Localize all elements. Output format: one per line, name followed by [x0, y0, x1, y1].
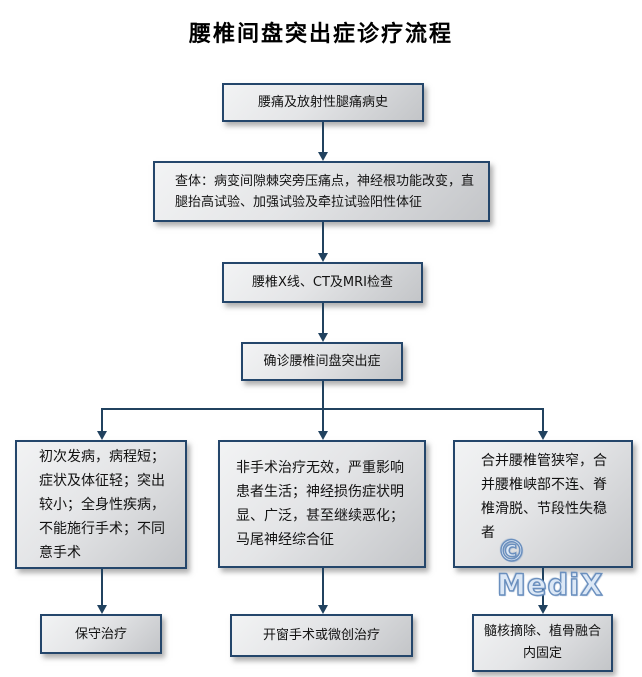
- page-title: 腰椎间盘突出症诊疗流程: [188, 22, 453, 47]
- node-diagnosis: 确诊腰椎间盘突出症: [241, 342, 403, 381]
- node-surgery-indications-label: 非手术治疗无效，严重影响患者生活；神经损伤症状明显、广泛，甚至继续恶化；马尾神经…: [236, 460, 404, 548]
- node-imaging-label: 腰椎X线、CT及MRI检查: [251, 275, 393, 290]
- node-conservative-treatment: 保守治疗: [40, 614, 162, 654]
- node-exam: 查体：病变间隙棘突旁压痛点，神经根功能改变，直腿抬高试验、加强试验及牵拉试验阳性…: [153, 161, 490, 222]
- node-surgery-treatment-label: 开窗手术或微创治疗: [262, 628, 380, 643]
- arrow-history-to-exam-line: [322, 122, 324, 153]
- arrow-imaging-to-diagnosis-line: [322, 303, 324, 333]
- node-imaging: 腰椎X线、CT及MRI检查: [222, 262, 423, 303]
- node-surgery-treatment: 开窗手术或微创治疗: [230, 614, 413, 657]
- arrow-middle-outcome-line: [322, 568, 324, 605]
- node-fusion-indications: 合并腰椎管狭窄，合并腰椎峡部不连、脊椎滑脱、节段性失稳者: [453, 440, 633, 568]
- arrow-right-outcome-line: [542, 568, 544, 605]
- arrow-history-to-exam-head: [318, 152, 328, 161]
- arrow-imaging-to-diagnosis-head: [318, 333, 328, 342]
- branch-stem-line: [322, 381, 324, 409]
- arrow-middle-outcome-head: [318, 605, 328, 614]
- node-exam-label: 查体：病变间隙棘突旁压痛点，神经根功能改变，直腿抬高试验、加强试验及牵拉试验阳性…: [175, 173, 475, 210]
- node-conservative-treatment-label: 保守治疗: [74, 626, 127, 642]
- branch-middle-drop-head: [318, 431, 328, 440]
- branch-left-drop-head: [97, 431, 107, 440]
- node-conservative-indications: 初次发病，病程短；症状及体征轻；突出较小；全身性疾病，不能施行手术；不同意手术: [15, 440, 187, 569]
- node-fusion-treatment: 髓核摘除、植骨融合内固定: [472, 614, 613, 672]
- arrow-exam-to-imaging-head: [318, 253, 328, 262]
- node-conservative-indications-label: 初次发病，病程短；症状及体征轻；突出较小；全身性疾病，不能施行手术；不同意手术: [39, 448, 165, 561]
- arrow-left-outcome-head: [97, 605, 107, 614]
- branch-right-drop-head: [538, 431, 548, 440]
- node-fusion-indications-label: 合并腰椎管狭窄，合并腰椎峡部不连、脊椎滑脱、节段性失稳者: [481, 453, 607, 541]
- branch-middle-drop-line: [322, 408, 324, 431]
- branch-left-drop-line: [101, 408, 103, 431]
- arrow-exam-to-imaging-line: [322, 222, 324, 253]
- arrow-left-outcome-line: [101, 569, 103, 605]
- node-history-label: 腰痛及放射性腿痛病史: [257, 95, 388, 110]
- node-surgery-indications: 非手术治疗无效，严重影响患者生活；神经损伤症状明显、广泛，甚至继续恶化；马尾神经…: [218, 440, 426, 568]
- node-history: 腰痛及放射性腿痛病史: [222, 83, 424, 122]
- node-fusion-treatment-label: 髓核摘除、植骨融合内固定: [483, 624, 601, 661]
- branch-right-drop-line: [542, 408, 544, 431]
- arrow-right-outcome-head: [538, 605, 548, 614]
- node-diagnosis-label: 确诊腰椎间盘突出症: [263, 354, 381, 369]
- medix-watermark: © MediX: [496, 533, 604, 602]
